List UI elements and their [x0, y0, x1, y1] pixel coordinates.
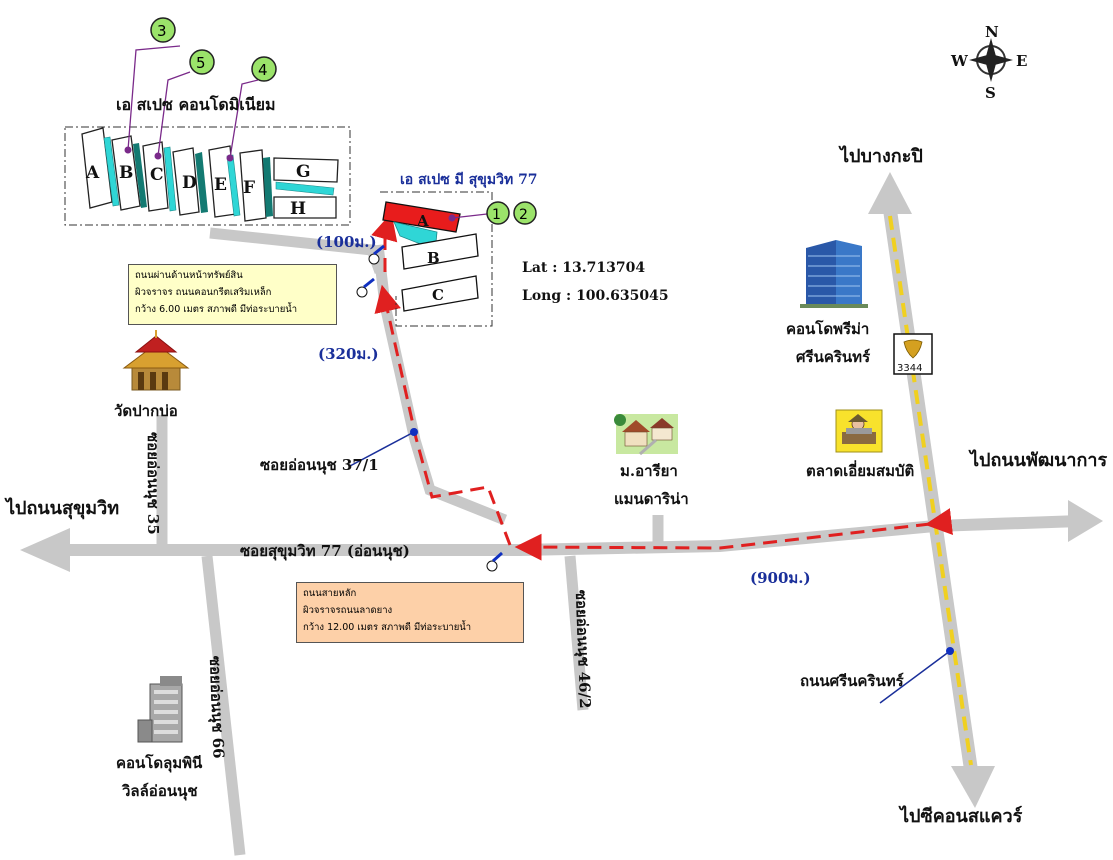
main-road-note-line-2: ผิวจราจรถนนลาดยาง	[303, 605, 393, 616]
srinakarin-centreline	[888, 215, 973, 766]
route-soi37	[374, 284, 512, 546]
marker-2: 2	[513, 201, 537, 225]
distance-100m: (100ม.)	[316, 233, 377, 251]
temple-label: วัดปากบ่อ	[114, 402, 178, 420]
road-sign-number: 3344	[897, 363, 922, 374]
village-icon	[614, 414, 678, 456]
building-label-b: B	[119, 163, 133, 183]
route-main	[514, 508, 953, 561]
main-road-note-line-1: ถนนสายหลัก	[303, 588, 357, 599]
east-arrow-head	[1068, 500, 1103, 542]
access-road-note-line-3: กว้าง 6.00 เมตร สภาพดี มีท่อระบายน้ำ	[135, 304, 298, 315]
building-label-c: C	[150, 165, 164, 185]
market-label: ตลาดเอี่ยมสมบัติ	[806, 460, 914, 480]
latitude: Lat : 13.713704	[522, 260, 645, 276]
photo-pin-2	[356, 277, 375, 298]
site-label-b: B	[427, 249, 440, 267]
site-building-a	[382, 201, 461, 233]
village-label-1: ม.อารียา	[620, 462, 678, 480]
building-label-d: D	[182, 173, 197, 193]
soi-66-road	[201, 555, 246, 856]
market-icon	[835, 409, 883, 453]
building-label-h: H	[290, 199, 306, 219]
main-road-note-line-3: กว้าง 12.00 เมตร สภาพดี มีท่อระบายน้ำ	[303, 622, 472, 633]
soi-46-label: ซอยอ่อนนุช 46/2	[571, 590, 594, 709]
temple-icon	[122, 330, 190, 391]
soi-37-label: ซอยอ่อนนุช 37/1	[260, 456, 379, 475]
svg-text:4: 4	[258, 61, 268, 79]
north-arrow-head	[868, 172, 912, 214]
building-label-a: A	[85, 163, 100, 183]
lumpini-label-1: คอนโดลุมพินี	[116, 753, 203, 773]
svg-text:1: 1	[492, 207, 501, 223]
compass-west: W	[950, 52, 969, 70]
svg-text:2: 2	[519, 207, 528, 223]
distance-900m: (900ม.)	[750, 569, 811, 587]
direction-north: ไปบางกะปิ	[838, 145, 923, 167]
south-arrow-head	[951, 766, 995, 808]
project-site: เอ สเปซ มี สุขุมวิท 77 A B C 1 2 Lat : 1…	[380, 172, 669, 327]
building-b	[111, 135, 141, 211]
marker-3: 3	[150, 17, 176, 43]
site-label-a: A	[416, 212, 429, 230]
main-road-note: ถนนสายหลัก ผิวจราจรถนนลาดยาง กว้าง 12.00…	[296, 582, 524, 643]
site-building-c	[401, 275, 479, 312]
access-road	[209, 227, 386, 274]
access-road-note-line-1: ถนนผ่านด้านหน้าทรัพย์สิน	[135, 270, 243, 281]
photo-pin-3	[486, 551, 503, 572]
photo-pins	[356, 244, 503, 572]
building-d	[172, 147, 200, 216]
site-label-c: C	[432, 286, 444, 304]
svg-text:5: 5	[196, 54, 206, 72]
compass-north: N	[985, 23, 999, 41]
marker-4: 4	[251, 56, 277, 82]
route-access	[371, 212, 398, 272]
condo-label: เอ สเปซ คอนโดมิเนียม	[116, 94, 276, 114]
direction-west: ไปถนนสุขุมวิท	[4, 497, 119, 520]
site-building-b	[401, 233, 479, 270]
soi-35-label: ซอยอ่อนนุช 35	[143, 432, 162, 535]
marker-5: 5	[189, 49, 215, 75]
main-road	[70, 515, 1080, 556]
direction-east: ไปถนนพัฒนาการ	[968, 449, 1108, 471]
building-g	[273, 157, 339, 183]
building-a	[81, 127, 113, 209]
west-arrow-head	[20, 528, 70, 572]
access-road-note: ถนนผ่านด้านหน้าทรัพย์สิน ผิวจราจร ถนนคอน…	[128, 264, 337, 325]
building-label-f: F	[243, 178, 255, 198]
distance-320m: (320ม.)	[318, 345, 379, 363]
village-label-2: แมนดาริน่า	[614, 490, 689, 508]
direction-south: ไปซีคอนสแควร์	[898, 805, 1023, 827]
building-label-e: E	[214, 175, 227, 195]
main-road-label: ซอยสุขุมวิท 77 (อ่อนนุช)	[240, 542, 410, 561]
marker-1: 1	[486, 201, 510, 225]
longitude: Long : 100.635045	[522, 288, 669, 304]
condo-prima-label-1: คอนโดพรีม่า	[786, 319, 869, 338]
building-label-g: G	[296, 162, 311, 182]
condo-prima-icon	[800, 240, 868, 308]
condo-prima-label-2: ศรีนครินทร์	[796, 348, 871, 366]
lumpini-building-icon	[137, 676, 183, 743]
soi-46-road	[564, 555, 589, 711]
access-road-note-line-2: ผิวจราจร ถนนคอนกรีตเสริมเหล็ก	[135, 287, 272, 298]
photo-pin-1	[368, 244, 385, 265]
road-sign-icon: 3344	[893, 333, 933, 375]
srinakarin-label: ถนนศรีนครินทร์	[800, 672, 905, 690]
svg-text:3: 3	[157, 22, 167, 40]
condo-complex: A B C D E F G H 3 5 4	[64, 17, 351, 226]
lumpini-label-2: วิลล์อ่อนนุช	[121, 782, 197, 801]
compass-east: E	[1016, 52, 1027, 70]
soi-66-label: ซอยอ่อนนุช 66	[205, 656, 228, 759]
building-c	[142, 141, 169, 212]
compass: N S E W	[950, 23, 1027, 102]
building-f	[239, 149, 267, 222]
site-label: เอ สเปซ มี สุขุมวิท 77	[400, 172, 538, 188]
compass-south: S	[985, 84, 996, 102]
building-h	[273, 196, 337, 219]
route	[371, 212, 953, 561]
